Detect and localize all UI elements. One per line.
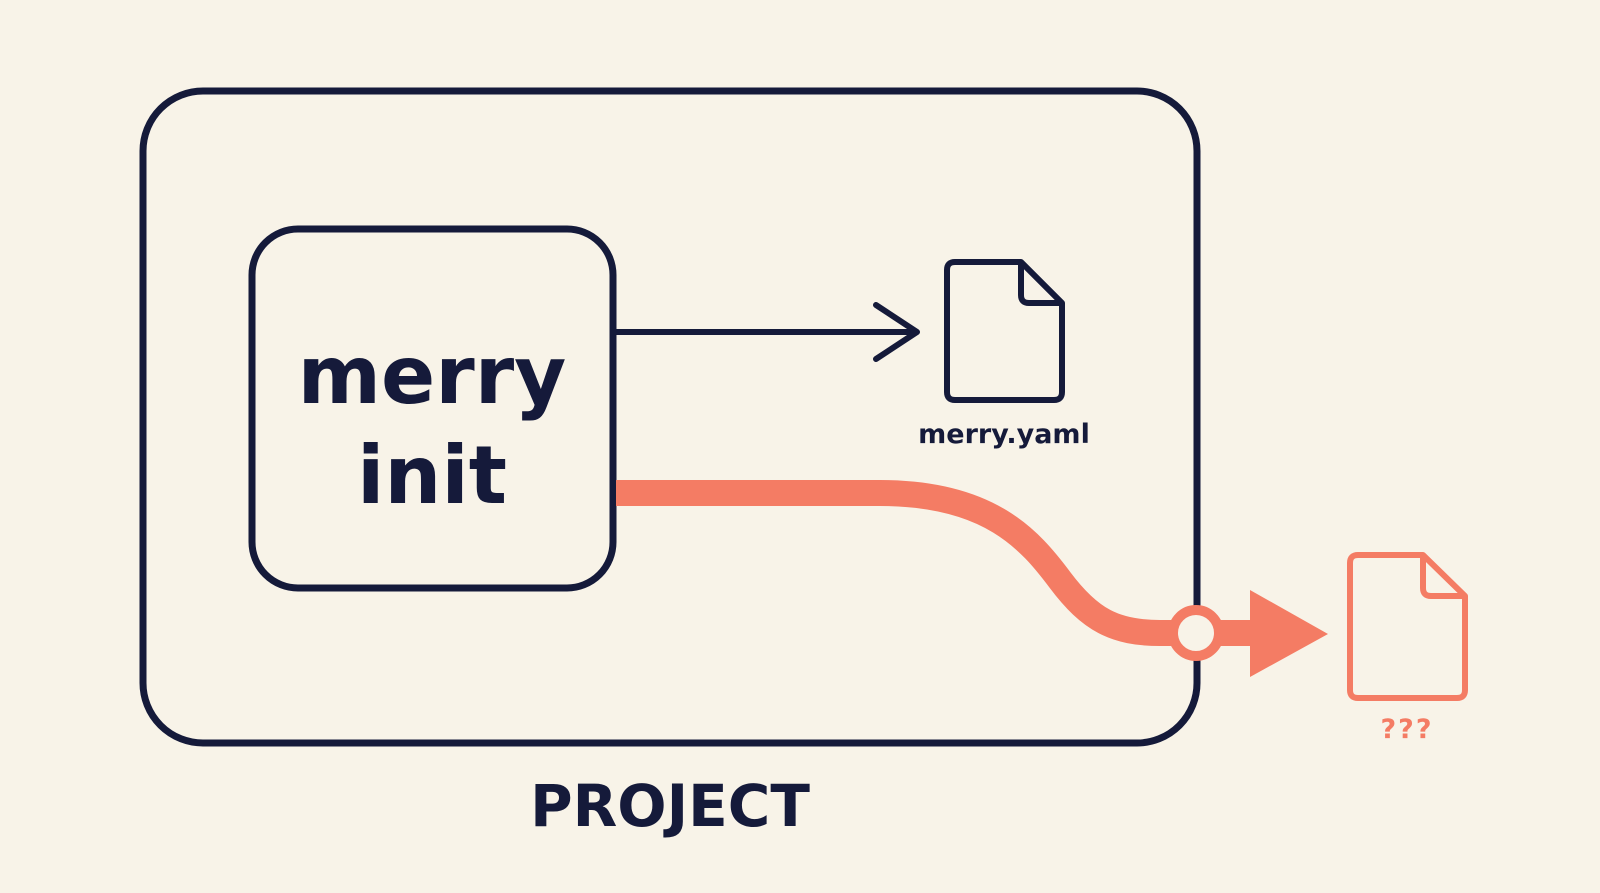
file-icon: [1347, 552, 1468, 701]
output-file-label: merry.yaml: [918, 419, 1090, 450]
output-arrow: [616, 302, 920, 362]
leak-arrow: [616, 480, 1328, 677]
project-container: [139, 87, 1201, 747]
boundary-breach-marker: [1168, 605, 1224, 661]
unknown-file-label: ???: [1381, 714, 1434, 745]
project-label: PROJECT: [530, 772, 810, 840]
command-line-2: init: [357, 429, 507, 522]
file-icon: [944, 259, 1065, 403]
command-line-1: merry: [298, 329, 567, 422]
command-box: [248, 225, 617, 592]
